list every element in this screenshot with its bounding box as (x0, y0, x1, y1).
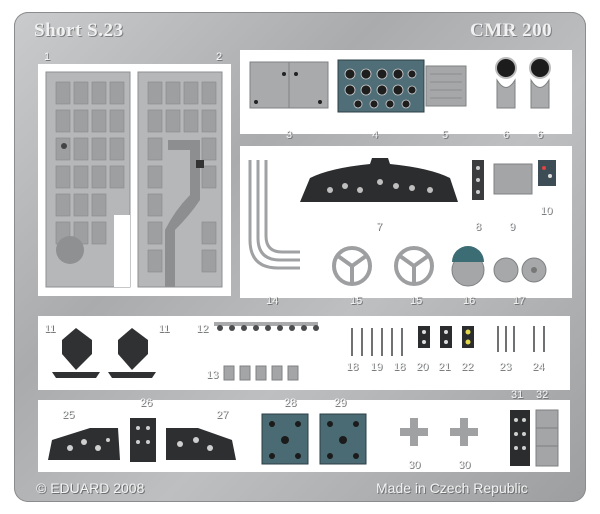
part-number: 20 (416, 361, 429, 373)
part-number: 14 (266, 295, 279, 307)
switch-part-22 (462, 326, 474, 348)
part-number: 7 (376, 221, 383, 233)
pins-part-12 (214, 322, 319, 331)
part-number: 15 (410, 295, 423, 307)
part-31 (510, 410, 530, 466)
rudder-pedal-part-6 (495, 57, 551, 109)
part-number: 30 (408, 459, 421, 471)
switch-part-21 (440, 326, 452, 348)
dashboard-part-7 (300, 158, 458, 202)
part-number: 18 (346, 361, 359, 373)
control-wheel-part-15 (332, 246, 434, 286)
part-9 (493, 163, 533, 195)
panel-part-26 (130, 418, 156, 462)
part-number: 19 (370, 361, 383, 373)
part-number: 5 (442, 129, 449, 141)
part-number: 31 (511, 389, 524, 401)
part-number: 3 (286, 129, 293, 141)
part-number: 11 (44, 323, 56, 335)
part-11 (52, 328, 156, 378)
part-number: 13 (206, 369, 219, 381)
part-number: 30 (458, 459, 471, 471)
seat-part-28 (261, 413, 309, 465)
part-number: 24 (532, 361, 545, 373)
part-32 (535, 409, 559, 467)
part-number: 10 (540, 205, 553, 217)
panel-part-3 (249, 61, 329, 109)
part-number: 2 (216, 51, 223, 63)
switch-part-20 (418, 326, 430, 348)
tube-part-14 (248, 160, 300, 270)
part-number: 4 (372, 129, 379, 141)
part-number: 11 (158, 323, 170, 335)
part-number: 15 (350, 295, 363, 307)
part-number: 6 (537, 129, 544, 141)
part-number: 17 (513, 295, 526, 307)
part-number: 9 (509, 221, 516, 233)
part-number: 8 (475, 221, 482, 233)
part-number: 32 (536, 389, 549, 401)
part-number: 22 (461, 361, 474, 373)
part-13 (223, 365, 299, 381)
panel-part-25 (48, 428, 120, 460)
part-16 (451, 246, 485, 287)
part-8 (472, 160, 484, 200)
floor-panel-part-2 (137, 71, 223, 288)
part-number: 23 (499, 361, 512, 373)
levers-parts-18-24 (351, 326, 545, 356)
part-number: 1 (44, 51, 51, 63)
fret-code: CMR 200 (470, 20, 553, 41)
part-number: 6 (503, 129, 510, 141)
part-17 (493, 257, 547, 283)
made-in-text: Made in Czech Republic (376, 480, 528, 496)
part-10 (538, 160, 556, 186)
part-number: 16 (463, 295, 476, 307)
mesh-part-5 (425, 65, 467, 107)
part-number: 25 (62, 409, 75, 421)
part-number: 29 (334, 397, 347, 409)
panel-part-27 (166, 428, 236, 460)
cross-part-30 (400, 418, 478, 446)
fret-title: Short S.23 (34, 20, 124, 41)
part-number: 26 (140, 397, 153, 409)
floor-panel-part-1 (45, 71, 131, 288)
part-number: 18 (393, 361, 406, 373)
copyright-text: © EDUARD 2008 (36, 480, 145, 496)
instrument-panel-part-4 (337, 59, 425, 113)
part-number: 27 (216, 409, 229, 421)
part-number: 12 (196, 323, 209, 335)
seat-part-29 (319, 413, 367, 465)
part-number: 21 (438, 361, 451, 373)
part-number: 28 (284, 397, 297, 409)
